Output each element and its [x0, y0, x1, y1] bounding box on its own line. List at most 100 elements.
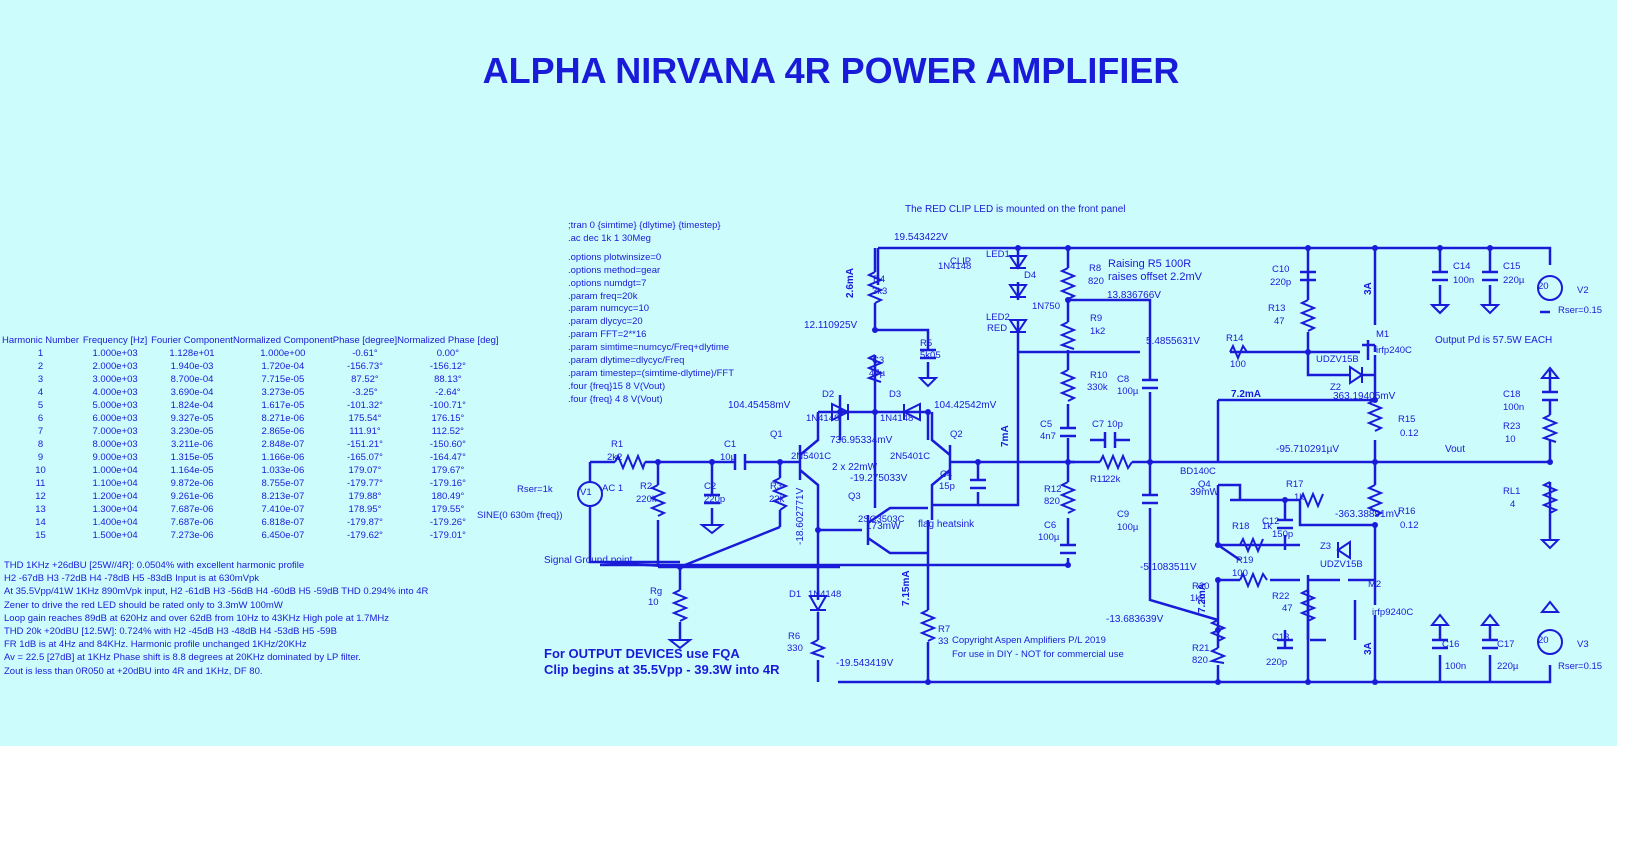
component-label: R18 [1232, 521, 1250, 532]
component-label: C18 [1503, 389, 1521, 400]
table-cell: 1.128e+01 [169, 348, 215, 359]
component-label: R22 [1272, 591, 1290, 602]
component-label: 220k [636, 494, 657, 505]
component-label: M2 [1368, 579, 1382, 590]
component-label: UDZV15B [1320, 559, 1363, 570]
node-label: -13.683639V [1106, 614, 1164, 625]
spice-directive: .param dlycyc=20 [568, 316, 643, 328]
table-cell: 12 [35, 491, 46, 502]
table-cell: 9.261e-06 [170, 491, 214, 502]
table-cell: 8.271e-06 [261, 413, 305, 424]
component-label: 2N5401C [791, 451, 832, 462]
node-label: 3A [1363, 282, 1374, 295]
table-cell: 2.865e-06 [261, 426, 305, 437]
component-label: 10 [648, 597, 659, 608]
component-label: R8 [1089, 263, 1102, 274]
component-label: 10µ [720, 452, 737, 463]
component-label: 150p [1272, 529, 1294, 540]
table-cell: 88.13° [434, 374, 462, 385]
component-label: RED [987, 323, 1008, 334]
node-label: 2.6mA [845, 267, 856, 298]
component-label: Rser=0.15 [1558, 305, 1603, 316]
component-label: AC 1 [602, 483, 624, 494]
component-label: 100 [1232, 568, 1248, 579]
table-cell: 1.300e+04 [92, 504, 138, 515]
component-label: D3 [889, 389, 902, 400]
table-cell: 9 [37, 452, 44, 463]
spice-directive: .ac dec 1k 1 30Meg [568, 232, 651, 244]
component-label: 100 [1230, 359, 1246, 370]
component-label: C13 [1272, 632, 1290, 643]
component-label: R20 [1192, 581, 1210, 592]
component-label: 1k2 [1190, 593, 1206, 604]
table-cell: -165.07° [346, 452, 383, 463]
node-label: 7.2mA [1231, 389, 1262, 400]
spice-directive: .param numcyc=10 [568, 303, 650, 315]
component-label: R13 [1268, 303, 1286, 314]
spice-directive: .param freq=20k [568, 290, 638, 302]
component-label: 47 [1282, 603, 1293, 614]
component-label: 4 [1510, 499, 1516, 510]
node-label: -19.275033V [850, 473, 908, 484]
spice-directive: .options numdgt=7 [568, 277, 647, 289]
note-line: Av = 22.5 [27dB] at 1KHz Phase shift is … [4, 652, 361, 664]
component-label: R4 [873, 274, 886, 285]
table-cell: 6.450e-07 [261, 530, 305, 541]
table-cell: 179.67° [431, 465, 465, 476]
node-label: 2 x 22mW [832, 462, 878, 473]
component-label: C7 [1092, 419, 1105, 430]
component-label: UDZV15B [1316, 354, 1359, 365]
component-label: 100n [1503, 402, 1525, 413]
component-label: 4n7 [1040, 431, 1056, 442]
component-label: 3k3 [872, 286, 888, 297]
table-cell: 11 [35, 478, 46, 489]
component-label: C6 [1044, 520, 1057, 531]
component-label: 0.12 [1400, 428, 1419, 439]
component-label: R7 [938, 624, 951, 635]
node-label: 39mW [1190, 487, 1219, 498]
component-label: 1N4148 [880, 413, 914, 424]
table-cell: -100.71° [429, 400, 466, 411]
table-cell: 1.500e+04 [92, 530, 138, 541]
node-label: -5.1083511V [1140, 562, 1197, 573]
table-cell: 7.410e-07 [261, 504, 305, 515]
component-label: LED2 [986, 312, 1010, 323]
component-label: 47 [1274, 316, 1285, 327]
table-cell: 7.687e-06 [170, 517, 214, 528]
component-label: Q2 [950, 429, 963, 440]
component-label: Q1 [770, 429, 783, 440]
ground-note: Signal Ground point [544, 555, 633, 566]
component-label: R1 [611, 439, 624, 450]
component-label: 1k [1294, 492, 1305, 503]
pd-note: Output Pd is 57.5W EACH [1435, 335, 1553, 346]
component-label: R15 [1398, 414, 1416, 425]
component-label: SINE(0 630m {freq}) [477, 510, 563, 521]
component-label: R17 [1286, 479, 1304, 490]
table-cell: 178.95° [348, 504, 382, 515]
component-label: 2SC3503C [858, 514, 905, 525]
component-label: 820 [1192, 655, 1208, 666]
table-cell: 1.033e-06 [261, 465, 305, 476]
table-cell: -179.77° [346, 478, 383, 489]
spice-directive: .options plotwinsize=0 [568, 251, 662, 263]
component-label: 1N4148 [806, 413, 840, 424]
component-label: Rg [650, 586, 663, 597]
component-label: 20 [1538, 281, 1549, 292]
component-label: 20 [1538, 635, 1549, 646]
component-label: R23 [1503, 421, 1521, 432]
table-cell: 1.000e+03 [92, 348, 138, 359]
component-label: C5 [1040, 419, 1053, 430]
component-label: C3 [872, 355, 885, 366]
table-cell: 10 [35, 465, 46, 476]
spice-directive: .four {freq}15 8 V(Vout) [568, 380, 666, 392]
component-label: R19 [1236, 555, 1254, 566]
component-label: 1N750 [1032, 301, 1060, 312]
col-header: Fourier Component [151, 335, 233, 346]
table-cell: -2.64° [435, 387, 461, 398]
component-label: RL1 [1503, 486, 1521, 497]
